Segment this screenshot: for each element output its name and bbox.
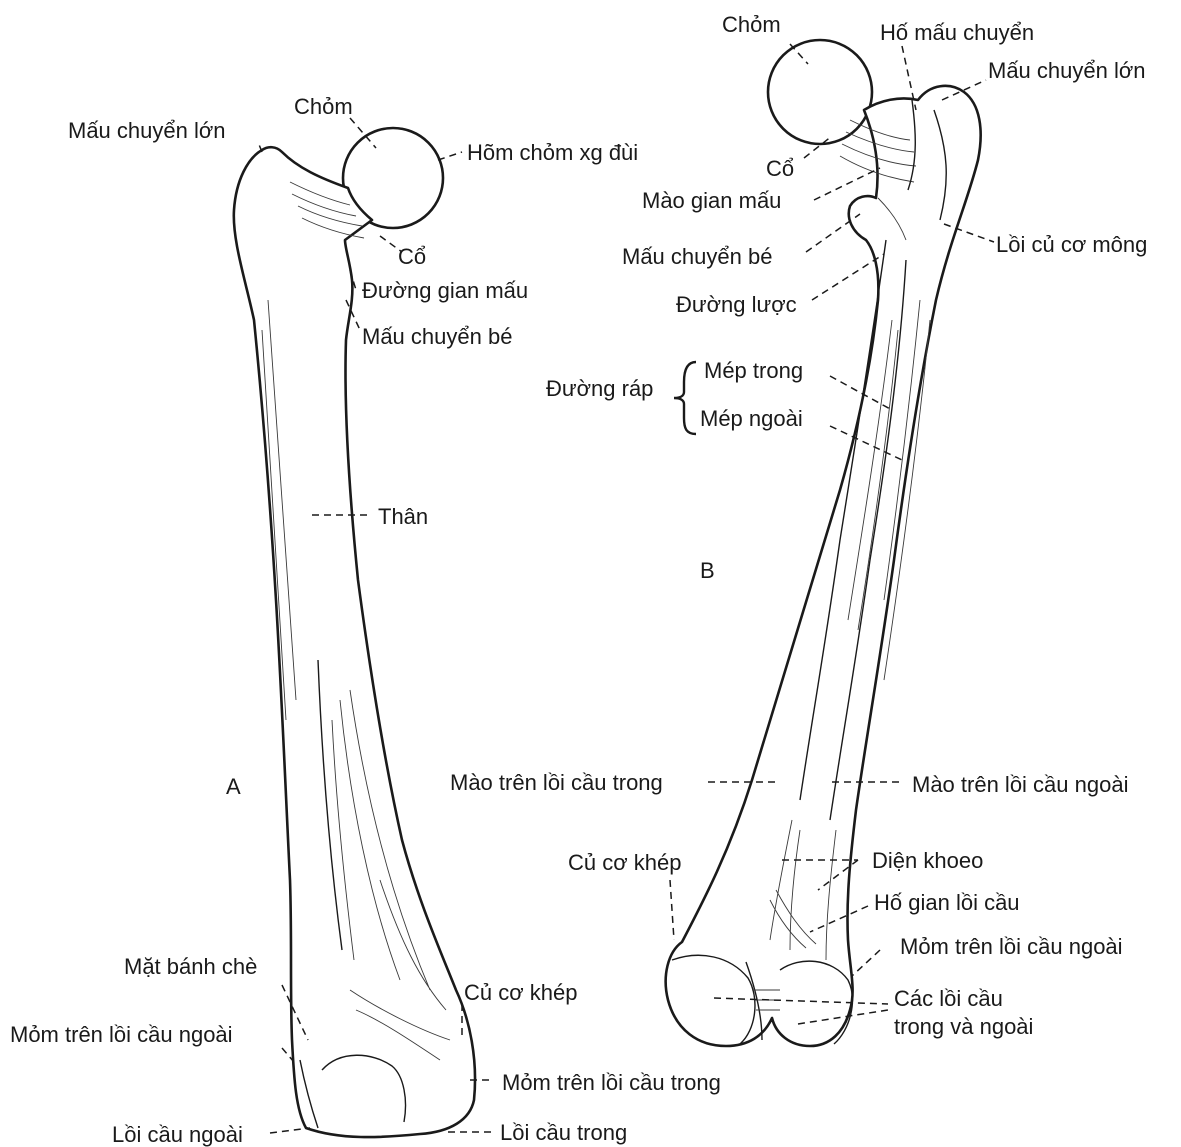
label-a-adductor-tubercle: Củ cơ khép — [464, 982, 577, 1004]
label-a-patellar-surface: Mặt bánh chè — [124, 956, 257, 978]
label-a-shaft: Thân — [378, 506, 428, 528]
label-a-neck: Cổ — [398, 246, 426, 268]
label-b-intertrochanteric-crest: Mào gian mấu — [642, 190, 781, 212]
label-a-medial-epicondyle: Mỏm trên lồi cầu trong — [502, 1072, 721, 1094]
linea-aspera-brace — [674, 362, 696, 434]
label-b-lateral-epicondyle: Mỏm trên lồi cầu ngoài — [900, 936, 1123, 958]
label-a-lateral-condyle: Lồi cầu ngoài — [112, 1124, 243, 1146]
label-b-trochanteric-fossa: Hố mấu chuyển — [880, 22, 1034, 44]
label-b-greater-trochanter: Mấu chuyển lớn — [988, 60, 1146, 82]
label-a-fovea: Hõm chỏm xg đùi — [467, 142, 638, 164]
label-b-lateral-lip: Mép ngoài — [700, 408, 803, 430]
label-b-linea-aspera: Đường ráp — [546, 378, 653, 400]
label-b-adductor-tubercle: Củ cơ khép — [568, 852, 681, 874]
panel-label-a: A — [226, 776, 241, 798]
label-b-medial-supracondylar-line: Mào trên lồi cầu trong — [450, 772, 663, 794]
label-b-neck: Cổ — [766, 158, 794, 180]
label-b-lesser-trochanter: Mấu chuyển bé — [622, 246, 772, 268]
label-b-lateral-supracondylar-line: Mào trên lồi cầu ngoài — [912, 774, 1128, 796]
label-b-medial-lip: Mép trong — [704, 360, 803, 382]
label-b-popliteal-surface: Diện khoeo — [872, 850, 983, 872]
label-b-intercondylar-fossa: Hố gian lồi cầu — [874, 892, 1020, 914]
label-a-intertrochanteric-line: Đường gian mấu — [362, 280, 528, 302]
label-b-head: Chỏm — [722, 14, 781, 36]
label-b-gluteal-tuberosity: Lồi củ cơ mông — [996, 234, 1147, 256]
label-a-greater-trochanter: Mấu chuyển lớn — [68, 120, 226, 142]
panel-label-b: B — [700, 560, 715, 582]
femur-b-head — [768, 40, 872, 144]
label-a-lesser-trochanter: Mấu chuyển bé — [362, 326, 512, 348]
label-b-condyles-line2: trong và ngoài — [894, 1016, 1033, 1038]
label-a-head: Chỏm — [294, 96, 353, 118]
label-b-pectineal-line: Đường lược — [676, 294, 797, 316]
label-a-medial-condyle: Lồi cầu trong — [500, 1122, 627, 1144]
label-b-condyles-line1: Các lồi cầu — [894, 988, 1003, 1010]
label-a-lateral-epicondyle: Mỏm trên lồi cầu ngoài — [10, 1024, 233, 1046]
